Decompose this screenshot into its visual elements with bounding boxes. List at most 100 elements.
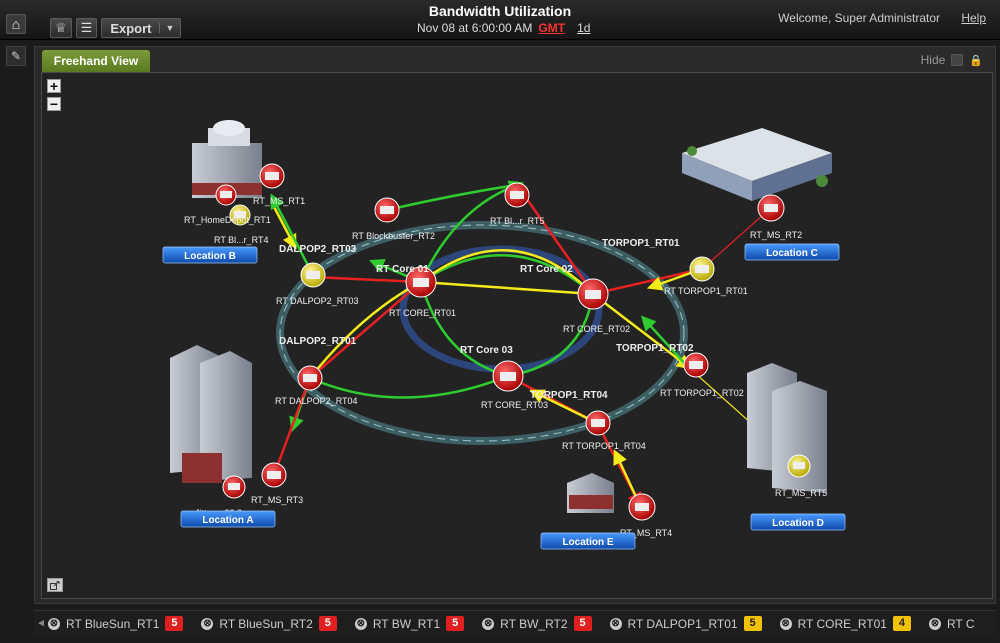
zoom-in-button[interactable]: + — [47, 79, 61, 93]
building-a — [170, 345, 252, 483]
router-node[interactable] — [300, 262, 326, 288]
location-e-button[interactable]: Location E — [540, 532, 636, 550]
location-label: Location B — [184, 251, 236, 262]
link[interactable] — [304, 281, 422, 383]
scroll-left-icon[interactable]: ◄ — [36, 618, 46, 629]
alarm-count-badge: 5 — [446, 616, 465, 631]
router-node[interactable] — [261, 462, 287, 488]
list-glyph: ☰ — [80, 20, 93, 35]
export-button[interactable]: Export ▼ — [101, 18, 182, 38]
range-link[interactable]: 1d — [577, 21, 591, 35]
router-node[interactable] — [492, 360, 524, 392]
router-node[interactable] — [259, 163, 285, 189]
node-label: RT CORE_RT03 — [481, 400, 548, 410]
node-label: RT CORE_RT02 — [563, 324, 630, 334]
router-node[interactable] — [297, 365, 323, 391]
link[interactable] — [419, 180, 525, 283]
router-node[interactable] — [689, 256, 715, 282]
location-c-button[interactable]: Location C — [744, 243, 840, 261]
location-b-button[interactable]: Location B — [162, 246, 258, 264]
link[interactable] — [272, 370, 315, 476]
node-label: RT_MS_RT3 — [251, 495, 303, 505]
top-bar: ⌂ ♕ ☰ Export ▼ Bandwidth Utilization Nov… — [0, 0, 1000, 40]
router-node[interactable] — [628, 493, 656, 521]
building-d — [747, 363, 827, 493]
alarm-icon: ⊗ — [201, 617, 214, 630]
location-d-button[interactable]: Location D — [750, 513, 846, 531]
ring-label: DALPOP2_RT01 — [279, 336, 357, 347]
router-node[interactable] — [215, 184, 237, 206]
router-node[interactable] — [757, 194, 785, 222]
alarm-item[interactable]: ⊗ RT BlueSun_RT2 5 — [201, 616, 337, 631]
chevron-down-icon[interactable]: ▼ — [159, 23, 174, 33]
building-c — [682, 128, 832, 201]
link[interactable] — [379, 183, 518, 216]
link[interactable] — [420, 253, 599, 299]
list-icon[interactable]: ☰ — [75, 18, 98, 38]
alarm-icon: ⊗ — [482, 617, 495, 630]
link[interactable] — [640, 315, 687, 366]
alarm-count-badge: 5 — [318, 616, 337, 631]
router-node[interactable] — [585, 410, 611, 436]
building-e — [567, 473, 614, 513]
popout-glyph — [50, 580, 60, 590]
lock-icon[interactable]: 🔒 — [969, 54, 983, 67]
time-subtitle: Nov 08 at 6:00:00 AM GMT 1d — [417, 21, 590, 35]
ring-label: DALPOP2_RT03 — [279, 244, 357, 255]
link[interactable] — [309, 371, 515, 399]
map-canvas[interactable]: DALPOP2_RT03 DALPOP2_RT01 TORPOP1_RT01 T… — [41, 72, 993, 599]
node-label: RT_MS_RT4 — [620, 528, 672, 538]
node-label: RT DALPOP2_RT04 — [275, 396, 358, 406]
router-node[interactable] — [405, 266, 437, 298]
tab-freehand-view[interactable]: Freehand View — [42, 50, 150, 72]
outer-ring-dash — [279, 224, 685, 442]
alarm-icon: ⊗ — [779, 617, 792, 630]
location-a-button[interactable]: Location A — [180, 510, 276, 528]
alarm-name: RT BlueSun_RT1 — [66, 616, 160, 631]
timezone-link[interactable]: GMT — [538, 21, 566, 35]
link[interactable] — [309, 278, 428, 379]
router-node[interactable] — [229, 204, 251, 226]
home-icon[interactable]: ⌂ — [6, 14, 26, 34]
router-node[interactable] — [683, 352, 709, 378]
alarm-icon: ⊗ — [928, 617, 941, 630]
hide-toggle[interactable] — [951, 54, 964, 66]
router-node[interactable] — [787, 454, 811, 478]
hide-label: Hide — [920, 53, 946, 67]
link[interactable] — [515, 184, 598, 300]
link[interactable] — [312, 274, 429, 290]
alarm-name: RT BlueSun_RT2 — [219, 616, 313, 631]
router-node[interactable] — [374, 197, 400, 223]
alarm-count-badge: 5 — [743, 616, 762, 631]
ring-label: RT Core 03 — [460, 345, 513, 356]
ring-label: TORPOP1_RT04 — [530, 390, 608, 401]
link[interactable] — [701, 207, 772, 270]
router-node[interactable] — [222, 475, 246, 499]
router-node[interactable] — [504, 182, 530, 208]
link[interactable] — [270, 202, 297, 250]
trophy-icon[interactable]: ♕ — [50, 18, 72, 38]
zoom-out-button[interactable]: − — [47, 97, 61, 111]
location-label: Location C — [766, 248, 818, 259]
alarm-count-badge: 4 — [892, 616, 911, 631]
home-glyph: ⌂ — [11, 16, 21, 32]
link[interactable] — [420, 280, 601, 301]
popout-icon[interactable] — [47, 578, 63, 592]
ring-label: RT Core 02 — [520, 264, 573, 275]
alarm-item[interactable]: ⊗RT C — [928, 616, 975, 631]
hide-control: Hide 🔒 — [921, 53, 983, 67]
link[interactable] — [592, 293, 692, 370]
edit-icon[interactable]: ✎ — [6, 46, 26, 66]
ring-label: TORPOP1_RT01 — [602, 238, 680, 249]
help-link[interactable]: Help — [961, 11, 986, 25]
link[interactable] — [613, 449, 640, 502]
router-node[interactable] — [577, 278, 609, 310]
link[interactable] — [415, 249, 594, 295]
network-map[interactable]: DALPOP2_RT03 DALPOP2_RT01 TORPOP1_RT01 T… — [42, 73, 994, 600]
link[interactable] — [270, 193, 315, 276]
